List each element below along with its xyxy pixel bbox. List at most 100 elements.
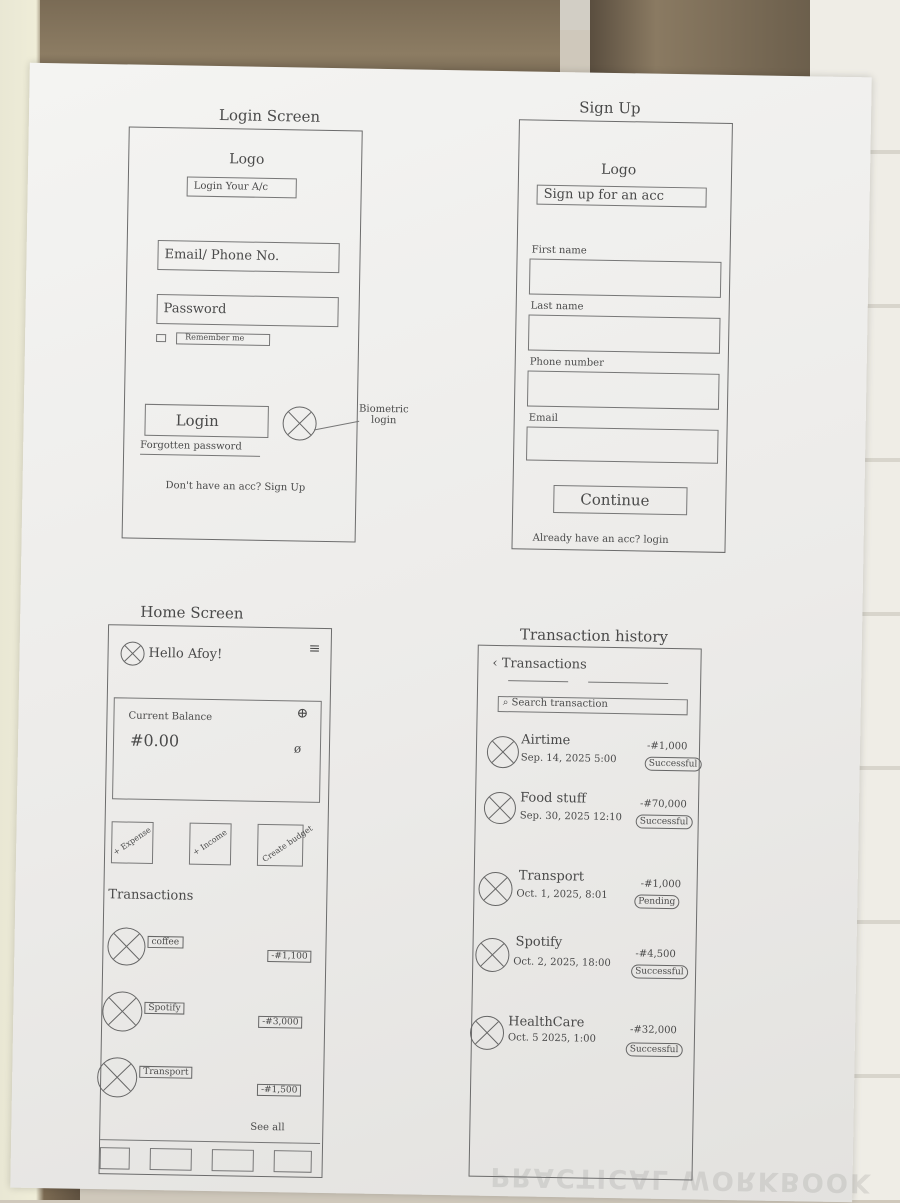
transaction-amount: -#1,100 [267, 950, 312, 963]
transaction-icon [469, 1015, 505, 1051]
remember-label: Remember me [185, 332, 245, 343]
email-label: Email [528, 412, 558, 425]
remember-label-box: Remember me [175, 332, 271, 346]
transaction-amount: -#32,000 [629, 1024, 677, 1037]
transaction-name: Transport [139, 1065, 193, 1079]
transaction-date: Sep. 30, 2025 12:10 [519, 810, 622, 824]
transaction-amount: -#1,500 [256, 1083, 302, 1097]
status-badge: Successful [635, 814, 693, 830]
avatar-icon[interactable] [120, 641, 145, 666]
signup-screen-title: Sign Up [579, 98, 641, 118]
transaction-date: Sep. 14, 2025 5:00 [520, 752, 617, 766]
biometric-note: Biometric login [358, 403, 409, 427]
transaction-icon [107, 927, 146, 966]
first-name-field[interactable] [528, 258, 722, 298]
transaction-icon [486, 735, 520, 769]
transaction-icon [483, 791, 517, 825]
transaction-name: Spotify [144, 1001, 185, 1015]
last-name-field[interactable] [527, 314, 721, 354]
signup-heading-box: Sign up for an acc [536, 184, 707, 208]
list-item[interactable]: Airtime Sep. 14, 2025 5:00 -#1,000 Succe… [479, 646, 702, 772]
tab-bar-home-icon[interactable] [99, 1147, 130, 1170]
list-item[interactable]: Transport Oct. 1, 2025, 8:01 -#1,000 Pen… [478, 646, 701, 910]
transaction-name: Spotify [515, 934, 563, 951]
login-logo: Logo [229, 151, 265, 168]
transaction-name: Airtime [521, 732, 571, 749]
tab-bar-profile-icon[interactable] [273, 1150, 312, 1173]
last-name-label: Last name [530, 300, 584, 313]
continue-button[interactable]: Continue [553, 484, 688, 516]
signup-prompt-link[interactable]: Don't have an acc? Sign Up [165, 480, 306, 494]
transaction-amount: -#3,000 [258, 1015, 303, 1029]
transaction-amount: -#70,000 [639, 798, 687, 811]
status-badge: Pending [634, 894, 680, 910]
login-heading: Login Your A/c [193, 180, 269, 193]
sketch-paper: Login Screen Logo Login Your A/c Email/ … [10, 62, 873, 1203]
phone-label: Phone number [529, 356, 605, 369]
add-expense-button[interactable]: + Expense [110, 821, 154, 865]
transaction-date: Oct. 2, 2025, 18:00 [513, 956, 611, 970]
remember-checkbox[interactable] [156, 333, 167, 343]
list-item[interactable]: Food stuff Sep. 30, 2025 12:10 -#70,000 … [479, 646, 701, 830]
transaction-name: HealthCare [508, 1014, 585, 1031]
phone-field[interactable] [526, 370, 720, 410]
transaction-icon [475, 937, 510, 973]
see-all-link[interactable]: See all [250, 1121, 285, 1134]
status-badge: Successful [644, 756, 702, 772]
list-item[interactable]: Spotify -#3,000 [101, 625, 331, 1032]
continue-button-label: Continue [580, 490, 650, 510]
transaction-icon [96, 1057, 138, 1098]
transaction-amount: -#1,000 [640, 878, 682, 891]
transaction-icon [478, 871, 513, 907]
password-field[interactable]: Password [156, 293, 339, 328]
menu-icon[interactable]: ≡ [308, 640, 321, 657]
search-icon: ⌕ [502, 697, 509, 709]
create-budget-label: Create budget [260, 823, 315, 864]
back-label: Transactions [501, 656, 587, 673]
transaction-date: Oct. 1, 2025, 8:01 [516, 888, 608, 901]
transaction-amount: -#4,500 [635, 948, 676, 961]
list-item[interactable]: Spotify Oct. 2, 2025, 18:00 -#4,500 Succ… [475, 646, 701, 980]
filter-line [588, 681, 669, 684]
transaction-date: Oct. 5 2025, 1:00 [507, 1032, 597, 1045]
history-screen-title: Transaction history [519, 625, 669, 646]
hide-balance-icon[interactable]: ø [293, 741, 302, 756]
biometric-icon[interactable] [282, 406, 317, 441]
balance-value: #0.00 [129, 730, 180, 751]
watermark: PRACTICAL WORKBOOK [490, 1160, 873, 1198]
first-name-label: First name [531, 244, 587, 257]
login-button-label: Login [175, 411, 219, 431]
add-income-button[interactable]: + Income [188, 822, 232, 866]
underline [140, 453, 261, 457]
search-input[interactable]: ⌕ Search transaction [497, 696, 688, 716]
list-item[interactable]: coffee -#1,100 [107, 625, 331, 966]
filter-line [508, 680, 569, 683]
login-button[interactable]: Login [144, 403, 269, 438]
signup-heading: Sign up for an acc [543, 186, 665, 204]
add-expense-label: + Expense [111, 825, 153, 858]
password-placeholder: Password [163, 301, 227, 318]
login-heading-box: Login Your A/c [186, 176, 297, 199]
add-icon[interactable]: ⊕ [296, 705, 309, 722]
signup-logo: Logo [600, 161, 637, 179]
back-button[interactable]: ‹ Transactions [492, 655, 587, 673]
email-placeholder: Email/ Phone No. [164, 247, 280, 265]
tab-bar-transactions-icon[interactable] [149, 1147, 192, 1171]
list-item[interactable]: HealthCare Oct. 5 2025, 1:00 -#32,000 Su… [469, 646, 701, 1058]
transaction-name: coffee [147, 935, 184, 949]
home-screen-title: Home Screen [140, 602, 244, 623]
transaction-name: Food stuff [519, 790, 587, 807]
list-item[interactable]: Transport -#1,500 [96, 625, 331, 1098]
signup-phone-frame: Logo Sign up for an acc First name Last … [511, 119, 733, 553]
email-field-signup[interactable] [526, 426, 719, 464]
forgotten-password-link[interactable]: Forgotten password [140, 439, 242, 453]
login-phone-frame: Logo Login Your A/c Email/ Phone No. Pas… [121, 126, 363, 543]
login-screen-title: Login Screen [218, 106, 321, 126]
create-budget-button[interactable]: Create budget [256, 824, 314, 867]
tab-bar-budget-icon[interactable] [211, 1149, 254, 1172]
home-phone-frame: Hello Afoy! ≡ Current Balance #0.00 ⊕ ø … [96, 624, 333, 1179]
tab-bar-divider [100, 1139, 321, 1144]
email-field[interactable]: Email/ Phone No. [157, 239, 340, 274]
history-phone-frame: ‹ Transactions ⌕ Search transaction Airt… [468, 644, 702, 1181]
login-prompt-link[interactable]: Already have an acc? login [532, 532, 669, 546]
